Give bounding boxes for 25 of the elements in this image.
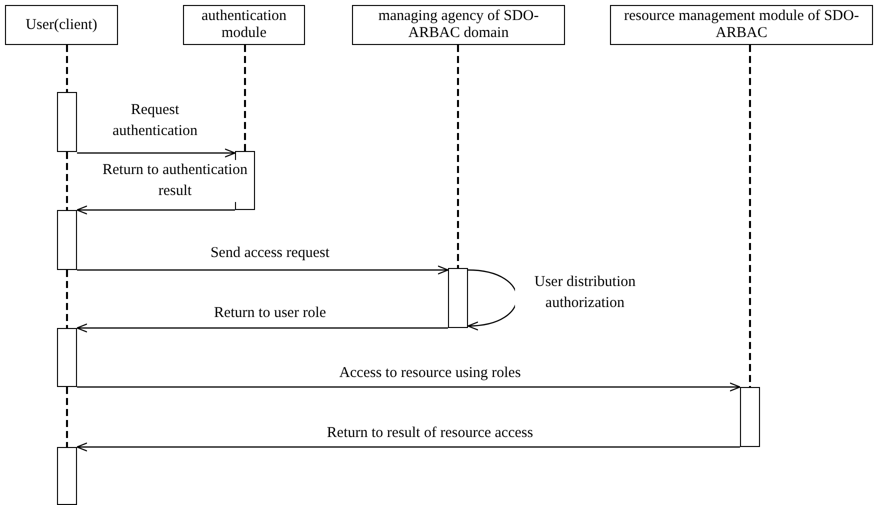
message-arrow [77, 382, 741, 392]
participant-box: resource management module of SDO-ARBAC [610, 5, 873, 45]
participant-box: User(client) [5, 5, 118, 45]
lifeline [66, 45, 68, 92]
message-arrow [467, 269, 518, 330]
lifeline [66, 387, 68, 447]
message-label: Return to authentication result [100, 160, 250, 202]
activation-bar [57, 210, 77, 270]
activation-bar [740, 387, 760, 447]
message-arrow [76, 442, 740, 452]
message-arrow [77, 148, 236, 158]
activation-bar [448, 268, 468, 328]
message-arrow [76, 205, 235, 215]
message-arrow [77, 265, 449, 275]
activation-bar [57, 92, 77, 152]
lifeline [749, 45, 751, 387]
participant-box: authentication module [183, 5, 305, 45]
lifeline [244, 45, 246, 151]
activation-bar [57, 328, 77, 387]
lifeline [457, 45, 459, 268]
participant-box: managing agency of SDO-ARBAC domain [352, 5, 565, 45]
lifeline [66, 270, 68, 328]
lifeline [66, 152, 68, 210]
activation-bar [57, 447, 77, 505]
message-arrow [76, 323, 448, 333]
